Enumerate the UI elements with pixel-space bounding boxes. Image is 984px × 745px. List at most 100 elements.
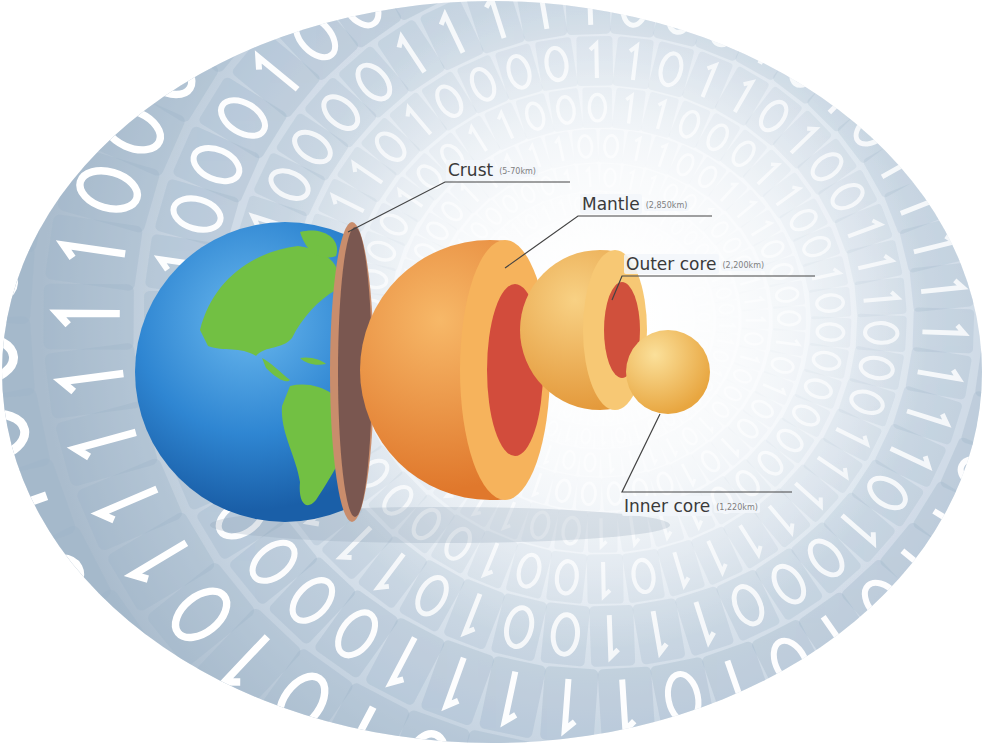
continent [200, 246, 339, 356]
inner-core-piece [626, 330, 710, 414]
binary-digit [843, 0, 933, 85]
digit-one [924, 0, 975, 3]
digit-one [923, 638, 974, 691]
layer-name: Crust [446, 160, 495, 180]
island [300, 357, 326, 364]
digit-one [755, 732, 786, 745]
layer-name: Mantle [580, 194, 642, 214]
binary-digit [939, 566, 984, 674]
binary-digit [0, 72, 77, 184]
binary-digit [975, 238, 984, 301]
binary-digit [982, 295, 984, 349]
binary-digit [660, 731, 742, 745]
digit-tile [983, 27, 984, 129]
digit-tile [660, 731, 742, 745]
digit-tile [943, 0, 984, 79]
continent [262, 358, 290, 381]
binary-digit [0, 711, 121, 745]
binary-digit [980, 516, 984, 619]
digit-tile [914, 79, 984, 163]
digit-tile [862, 743, 984, 745]
digit-one [978, 205, 984, 228]
digit-zero [0, 174, 29, 232]
digit-zero [103, 671, 185, 745]
digit-tile [0, 72, 77, 184]
digit-zero [385, 0, 433, 5]
digit-one [753, 23, 780, 63]
digit-tile [892, 611, 984, 722]
layer-name: Outer core [624, 254, 719, 274]
binary-digit [961, 182, 984, 253]
binary-digit [0, 562, 2, 709]
digit-zero [957, 145, 984, 191]
layer-thickness: (2,850km) [644, 201, 690, 211]
binary-digit [525, 742, 597, 745]
digit-zero [220, 0, 286, 8]
digit-one [176, 0, 231, 47]
digit-one [968, 593, 984, 641]
outer-core-surface [520, 250, 615, 410]
binary-digit [0, 639, 56, 745]
leader-line [622, 414, 792, 492]
binary-digit [22, 0, 158, 53]
digit-tile [941, 129, 984, 207]
digit-one [823, 0, 860, 28]
digit-tile [800, 0, 887, 52]
binary-digit [0, 0, 113, 117]
binary-digit [914, 79, 984, 163]
digit-zero [770, 0, 819, 7]
binary-digit [839, 651, 944, 745]
digit-tile [213, 743, 338, 745]
binary-digit [800, 0, 887, 52]
binary-digit [754, 0, 836, 24]
digit-tile [705, 0, 781, 1]
digit-tile [22, 0, 158, 53]
digit-tile [980, 516, 984, 619]
digit-tile [754, 0, 836, 24]
digit-tile [939, 566, 984, 674]
binary-digit [722, 711, 813, 745]
binary-digit [141, 697, 272, 745]
digit-tile [199, 0, 308, 29]
digit-one [0, 687, 19, 745]
digit-tile [722, 711, 813, 745]
digit-tile [897, 0, 984, 34]
digit-tile [839, 651, 944, 745]
digit-tile [141, 697, 272, 745]
digit-zero [954, 723, 984, 745]
digit-one [871, 676, 916, 734]
digit-tile [0, 0, 113, 117]
digit-one [978, 412, 984, 435]
digit-tile [0, 711, 121, 745]
continent [300, 230, 337, 257]
digit-zero [860, 12, 915, 67]
leader-line [612, 276, 815, 300]
binary-digit [983, 27, 984, 129]
digit-zero [4, 20, 88, 92]
digit-tile [881, 34, 972, 122]
binary-digit [897, 0, 984, 34]
binary-digit [941, 129, 984, 207]
digit-tile [782, 684, 881, 745]
binary-digit [213, 743, 338, 745]
digit-tile [0, 562, 2, 709]
binary-digit [596, 743, 667, 745]
leader-lines [348, 182, 815, 492]
binary-digit [0, 0, 10, 66]
binary-digit [881, 34, 972, 122]
binary-digit [892, 611, 984, 722]
digit-tile [0, 0, 10, 66]
ocean [135, 222, 352, 522]
digit-zero [0, 743, 89, 745]
digit-tile [975, 238, 984, 301]
digit-tile [0, 639, 56, 745]
digit-one [815, 708, 853, 745]
digit-zero [48, 0, 132, 28]
leader-line [348, 182, 570, 232]
